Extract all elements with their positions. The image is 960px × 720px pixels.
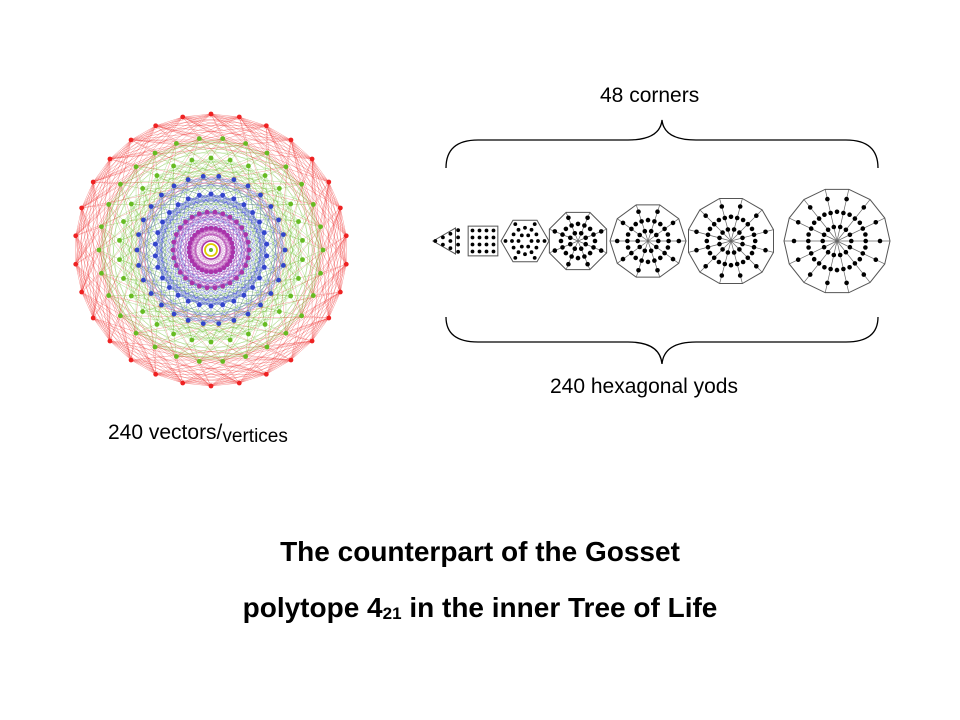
vertex-dots bbox=[73, 111, 349, 389]
polygon-12-sides bbox=[687, 197, 775, 285]
hexagonal-yods-label: 240 hexagonal yods bbox=[550, 375, 738, 398]
polygon-outline bbox=[609, 204, 687, 278]
connector-edges bbox=[75, 113, 347, 387]
yod-dots bbox=[503, 222, 547, 260]
polygon-outline bbox=[687, 197, 775, 285]
polygon-8-sides bbox=[548, 211, 608, 271]
yod-dots bbox=[470, 228, 496, 254]
vectors-label-part2: vertices bbox=[222, 426, 288, 447]
center-ring bbox=[201, 240, 221, 260]
title-line-2-start: polytope 4 bbox=[242, 592, 383, 623]
polygon-10-sides bbox=[609, 204, 687, 278]
yod-dots bbox=[552, 215, 604, 267]
ring-edges-4 bbox=[155, 193, 267, 307]
polygon-outline bbox=[467, 225, 499, 257]
yod-dots bbox=[791, 196, 883, 286]
yod-dots bbox=[614, 209, 682, 273]
polygon-outline bbox=[500, 219, 550, 263]
yod-dots bbox=[433, 228, 460, 254]
bottom-brace bbox=[445, 316, 879, 365]
gosset-polytope-projection bbox=[73, 111, 349, 389]
title-line-2-end: in the inner Tree of Life bbox=[401, 592, 718, 623]
corners-label: 48 corners bbox=[600, 84, 700, 107]
polygon-3-sides bbox=[432, 227, 460, 255]
polygon-outline bbox=[783, 188, 891, 294]
top-brace bbox=[445, 119, 879, 169]
polygon-outline bbox=[432, 227, 456, 255]
center-ring-inner bbox=[204, 243, 218, 257]
title-line-2: polytope 421 in the inner Tree of Life bbox=[0, 592, 960, 624]
vectors-label-part1: 240 vectors/ bbox=[108, 421, 223, 444]
polygon-sequence bbox=[432, 188, 891, 294]
yod-dots bbox=[694, 204, 768, 278]
title-line-1: The counterpart of the Gosset bbox=[280, 536, 680, 567]
polygon-outline bbox=[548, 211, 608, 271]
polygon-6-sides bbox=[500, 219, 550, 263]
polygon-14-sides bbox=[783, 188, 891, 294]
vectors-vertices-label: 240 vectors/vertices bbox=[108, 421, 288, 447]
center-dot bbox=[209, 248, 213, 252]
title-subscript: 21 bbox=[382, 604, 402, 623]
polygon-4-sides bbox=[467, 225, 499, 257]
ring-edges-5 bbox=[172, 212, 250, 288]
outer-edges bbox=[75, 113, 347, 387]
